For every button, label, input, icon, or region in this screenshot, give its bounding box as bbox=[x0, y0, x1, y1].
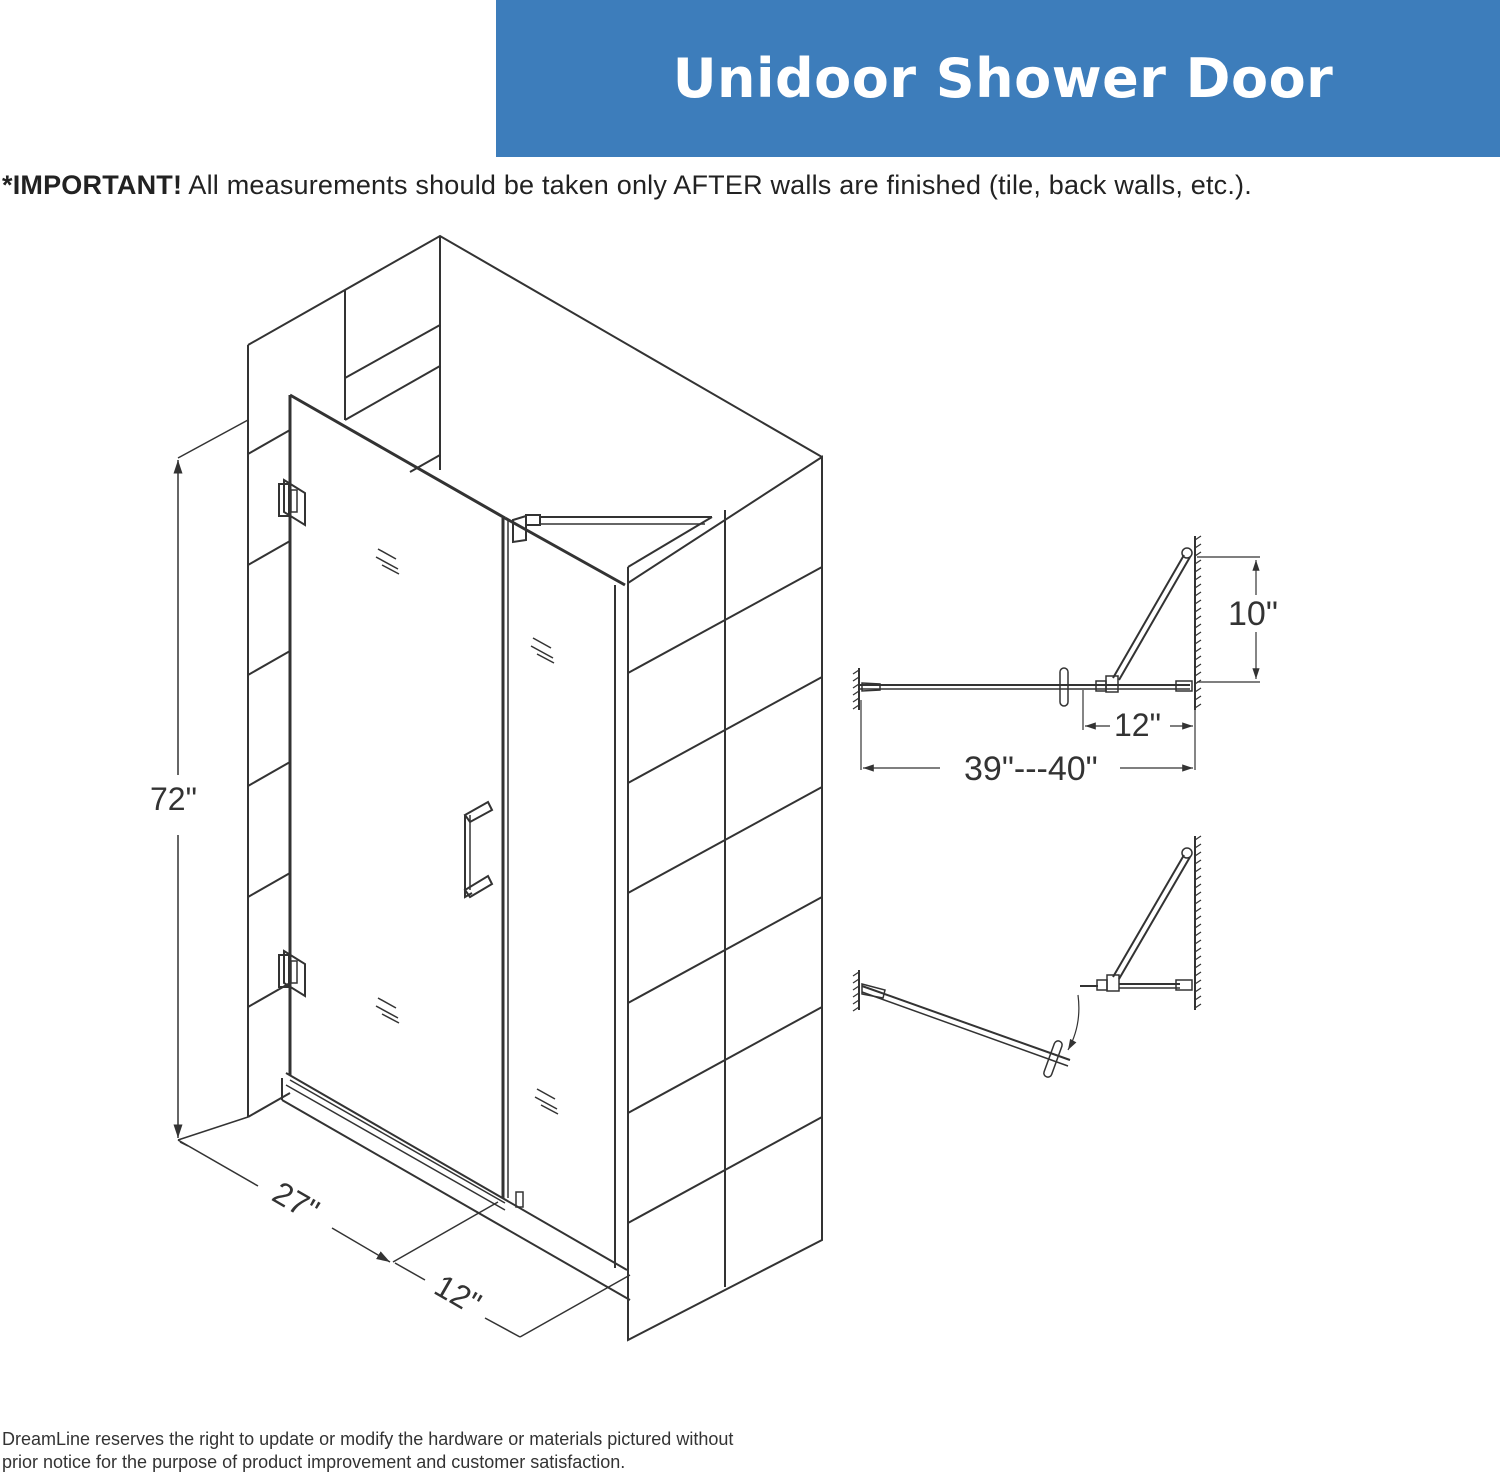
important-notice: *IMPORTANT! All measurements should be t… bbox=[2, 170, 1252, 201]
disclaimer: DreamLine reserves the right to update o… bbox=[2, 1428, 802, 1474]
disclaimer-line-1: DreamLine reserves the right to update o… bbox=[2, 1429, 734, 1449]
disclaimer-line-2: prior notice for the purpose of product … bbox=[2, 1452, 626, 1472]
closed-panel-width-label: 12" bbox=[1114, 707, 1161, 743]
total-width-label: 39"---40" bbox=[964, 750, 1098, 788]
top-view-closed bbox=[852, 535, 1260, 772]
page-title: Unidoor Shower Door bbox=[672, 47, 1334, 110]
height-label: 72" bbox=[150, 781, 197, 817]
bracket-height-label: 10" bbox=[1228, 595, 1278, 633]
notice-text: All measurements should be taken only AF… bbox=[182, 170, 1252, 200]
panel-width-label: 12" bbox=[429, 1267, 488, 1322]
title-banner: Unidoor Shower Door bbox=[496, 0, 1500, 157]
top-view-open bbox=[852, 835, 1202, 1078]
notice-emphasis: *IMPORTANT! bbox=[2, 170, 183, 200]
isometric-view bbox=[173, 234, 823, 1342]
door-width-label: 27" bbox=[267, 1174, 326, 1229]
